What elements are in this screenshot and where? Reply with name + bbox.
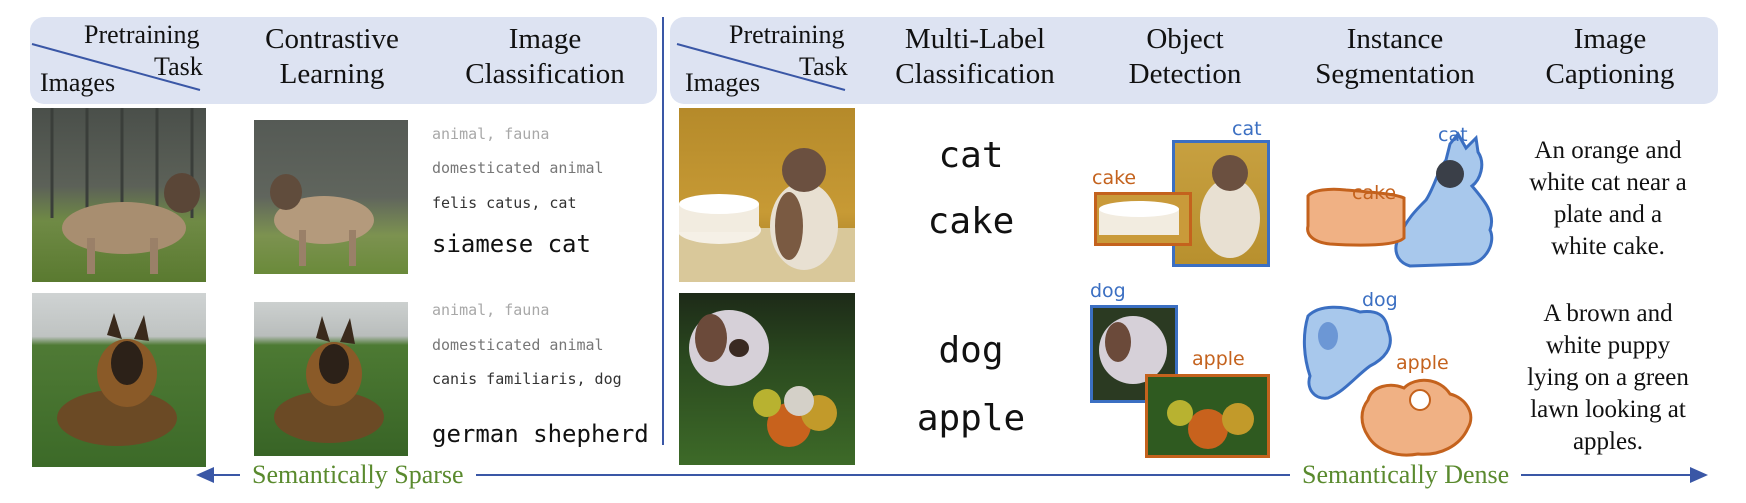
segmentation-cat-tag: cat — [1438, 124, 1468, 146]
segmentation-cake-tag: cake — [1352, 182, 1397, 204]
panel-divider — [662, 17, 664, 445]
dog-image-cropped — [254, 302, 408, 456]
right-corner-pretraining: Pretraining — [729, 20, 845, 49]
detection-cake-tag: cake — [1092, 167, 1137, 189]
caption-dog: A brown and white puppy lying on a green… — [1527, 300, 1689, 455]
dog-image — [32, 293, 206, 467]
multilabel-cake: cake — [927, 201, 1015, 242]
axis-label-dense: Semantically Dense — [1290, 460, 1522, 490]
label-domesticated-animal: domesticated animal — [432, 336, 604, 354]
detection-apple-box — [1145, 374, 1270, 458]
dog-apple-image — [679, 293, 855, 465]
cat-cake-image — [679, 108, 855, 282]
axis-label-sparse: Semantically Sparse — [240, 460, 476, 490]
detection-cake-box — [1094, 192, 1192, 246]
segmentation-apple-tag: apple — [1396, 352, 1449, 374]
cat-image-cropped — [254, 120, 408, 274]
label-german-shepherd: german shepherd — [432, 420, 649, 448]
left-corner-images: Images — [40, 68, 116, 97]
label-animal-fauna: animal, fauna — [432, 125, 550, 143]
multilabel-apple: apple — [916, 398, 1026, 439]
detection-apple-tag: apple — [1192, 348, 1245, 370]
segmentation-cat-cake-masks — [1306, 131, 1494, 268]
left-corner-diagonal — [31, 43, 201, 91]
caption-cat: An orange and white cat near a plate and… — [1529, 137, 1687, 260]
segmentation-dog-apple-masks — [1302, 305, 1473, 457]
label-domesticated-animal: domesticated animal — [432, 159, 604, 177]
detection-dog-tag: dog — [1090, 280, 1126, 302]
right-corner-task: Task — [799, 52, 848, 81]
left-corner-pretraining: Pretraining — [84, 20, 200, 49]
right-corner-diagonal — [676, 43, 846, 91]
segmentation-dog-tag: dog — [1362, 289, 1398, 311]
label-felis-catus: felis catus, cat — [432, 194, 577, 212]
label-siamese-cat: siamese cat — [432, 230, 591, 258]
label-animal-fauna: animal, fauna — [432, 301, 550, 319]
multilabel-cat: cat — [938, 135, 1004, 176]
detection-cat-tag: cat — [1232, 118, 1262, 140]
cat-image — [32, 108, 206, 282]
label-canis-familiaris: canis familiaris, dog — [432, 370, 622, 388]
multilabel-dog: dog — [938, 330, 1004, 371]
right-corner-images: Images — [685, 68, 761, 97]
left-corner-task: Task — [154, 52, 203, 81]
left-header — [30, 17, 657, 104]
